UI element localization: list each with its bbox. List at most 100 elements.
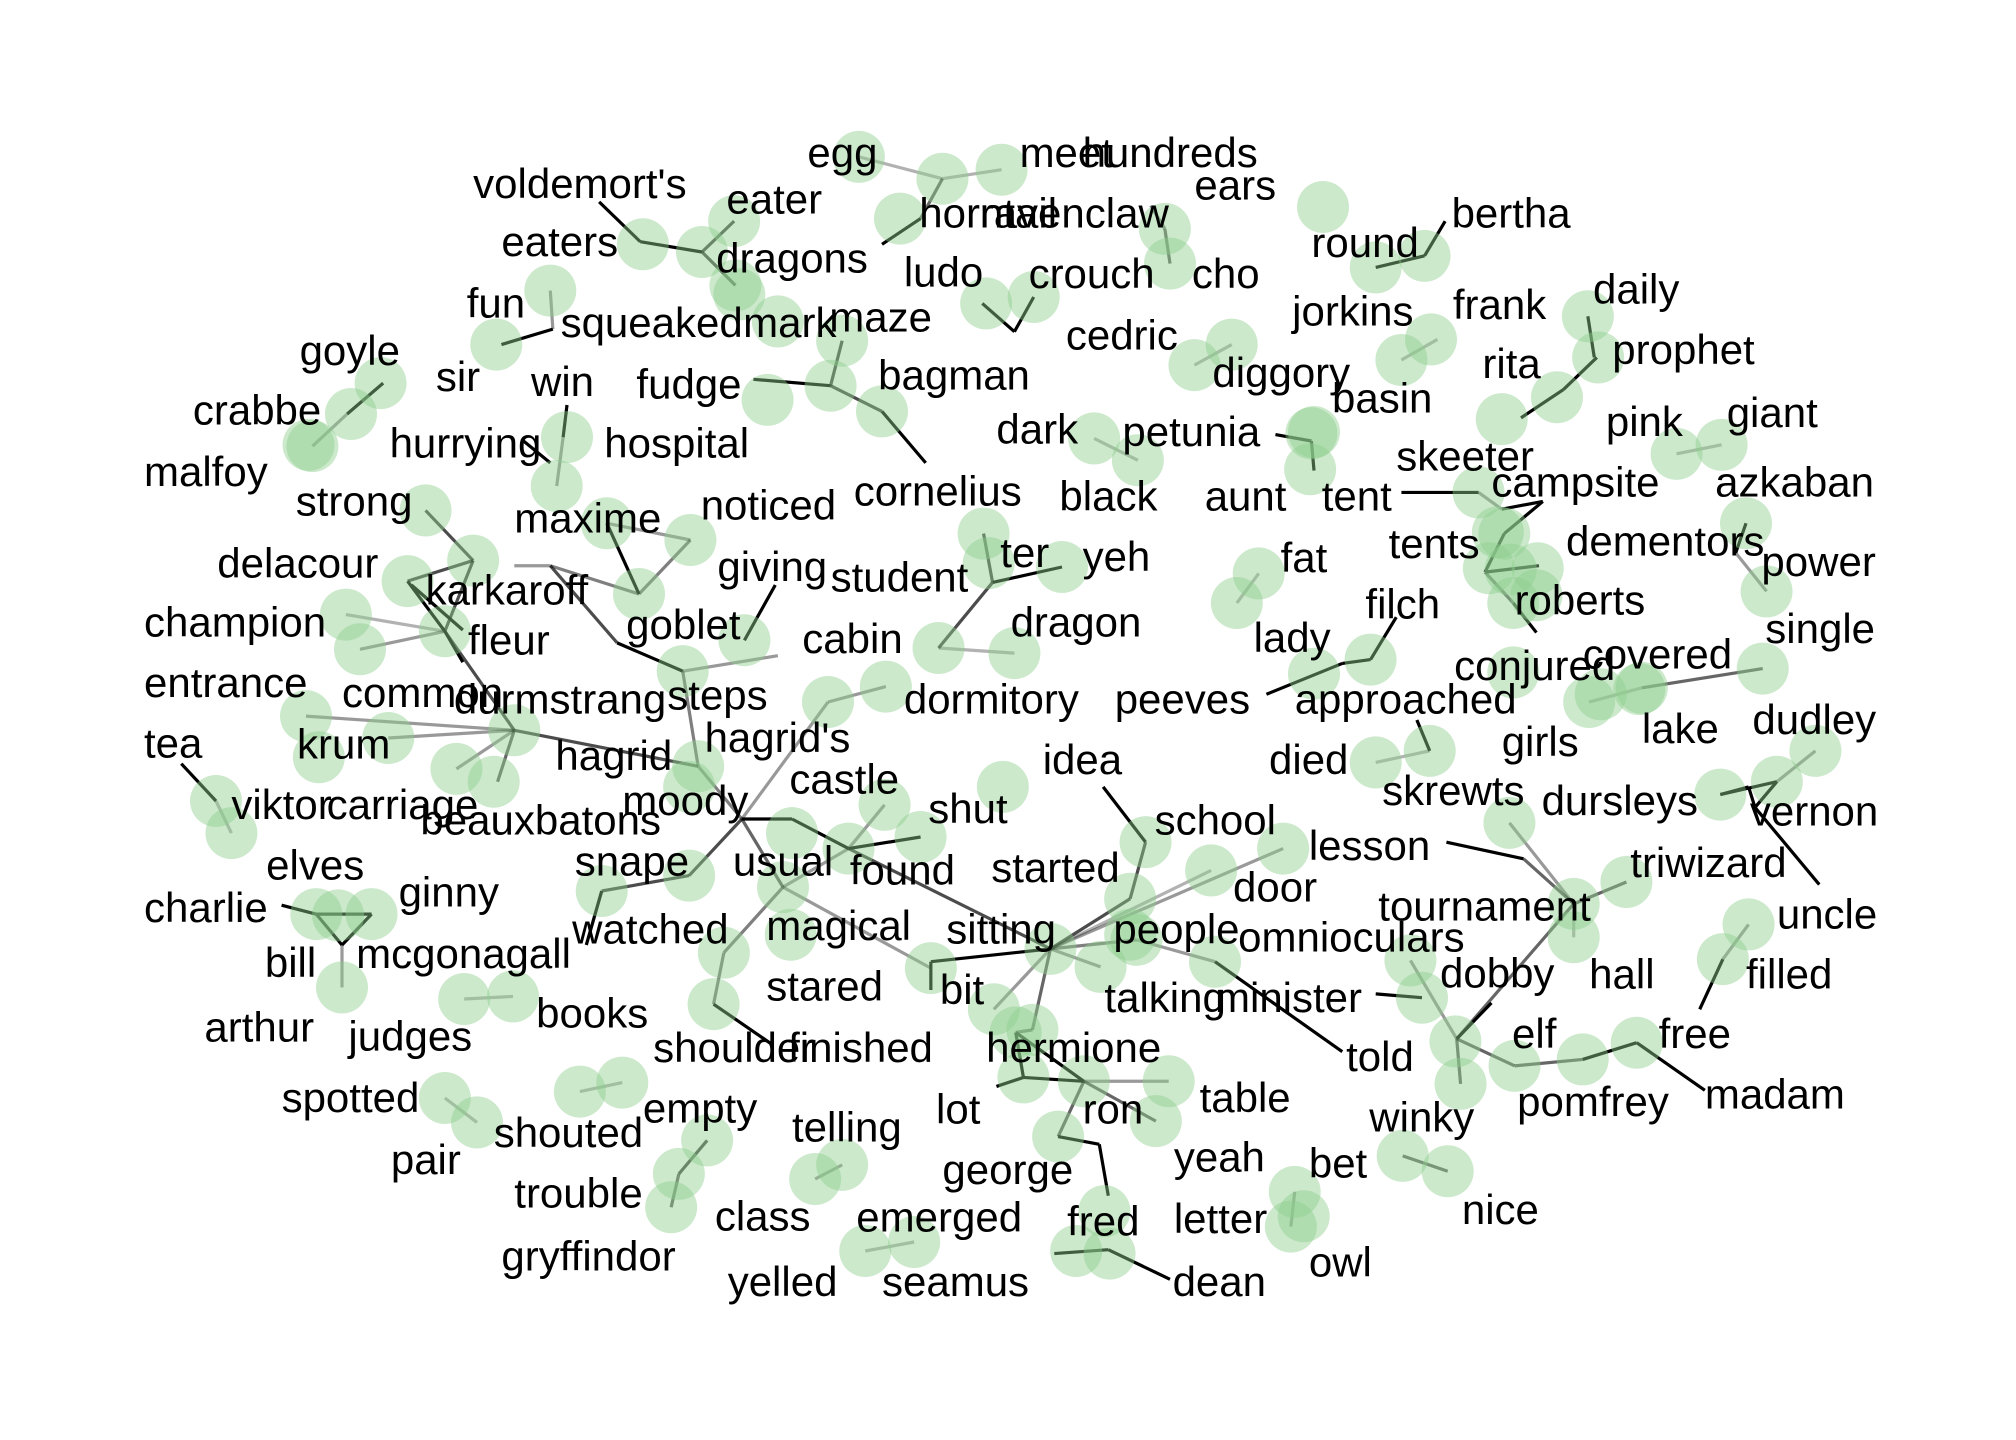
graph-node xyxy=(888,1216,941,1268)
graph-node xyxy=(399,484,452,537)
word-label-vernon: vernon xyxy=(1750,787,1878,834)
graph-node xyxy=(1375,334,1428,386)
graph-edge xyxy=(443,630,516,732)
word-label-shut: shut xyxy=(928,785,1008,832)
word-label-moody: moody xyxy=(622,777,748,824)
graph-node xyxy=(1288,647,1340,700)
graph-edge xyxy=(549,564,619,644)
graph-node xyxy=(1050,1225,1103,1277)
graph-node xyxy=(874,192,926,245)
graph-node xyxy=(1104,908,1157,961)
graph-node xyxy=(1284,443,1337,496)
word-label-champion: champion xyxy=(144,598,326,645)
graph-edge xyxy=(1415,719,1432,752)
word-label-skrewts: skrewts xyxy=(1382,767,1524,814)
word-label-elves: elves xyxy=(266,841,364,888)
graph-node xyxy=(832,130,885,183)
word-label-petunia: petunia xyxy=(1122,408,1260,455)
graph-edges xyxy=(180,155,1821,1281)
graph-edge xyxy=(579,1081,623,1094)
graph-node xyxy=(1104,872,1157,925)
graph-edge xyxy=(637,538,692,596)
graph-edge xyxy=(561,404,569,438)
word-label-lady: lady xyxy=(1254,614,1331,661)
graph-node xyxy=(989,1006,1042,1059)
graph-edge xyxy=(743,584,777,642)
graph-edge xyxy=(1289,1191,1297,1227)
word-label-black: black xyxy=(1059,472,1158,519)
graph-edge xyxy=(1409,959,1459,1040)
graph-edge xyxy=(1455,1038,1463,1084)
graph-node xyxy=(1189,935,1241,988)
graph-edge xyxy=(500,327,554,347)
word-label-dragons: dragons xyxy=(716,235,868,282)
graph-edge xyxy=(1265,661,1343,696)
word-label-girls: girls xyxy=(1502,718,1579,765)
word-label-charlie: charlie xyxy=(144,884,268,931)
graph-node xyxy=(697,926,750,979)
graph-node xyxy=(1547,911,1600,964)
word-label-pink: pink xyxy=(1606,398,1684,445)
graph-edge xyxy=(1342,657,1371,666)
word-label-owl: owl xyxy=(1309,1239,1372,1286)
graph-node xyxy=(718,614,771,667)
word-label-finished: finished xyxy=(788,1024,933,1071)
graph-node xyxy=(1168,339,1221,392)
graph-edge xyxy=(712,952,726,1005)
graph-edge xyxy=(696,765,744,821)
graph-edge xyxy=(722,886,785,954)
graph-node xyxy=(1006,1003,1059,1056)
word-label-power: power xyxy=(1761,538,1875,585)
graph-edge xyxy=(1446,840,1524,861)
graph-edge xyxy=(1193,343,1233,367)
graph-edge xyxy=(712,1002,773,1046)
graph-edge xyxy=(681,670,700,767)
word-label-tournament: tournament xyxy=(1378,883,1591,930)
word-label-filch: filch xyxy=(1365,580,1440,627)
graph-node xyxy=(616,218,669,271)
graph-edge xyxy=(1753,806,1821,886)
graph-edge xyxy=(1503,500,1544,535)
graph-edge xyxy=(548,290,555,330)
graph-edge xyxy=(1054,1248,1109,1256)
graph-edge xyxy=(1747,786,1757,808)
word-label-gryffindor: gryffindor xyxy=(501,1232,675,1279)
graph-node xyxy=(1032,1110,1085,1163)
graph-edge xyxy=(848,835,921,851)
graph-edge xyxy=(1093,436,1139,462)
word-label-dobby: dobby xyxy=(1440,949,1554,996)
graph-node xyxy=(713,268,766,321)
graph-edge xyxy=(410,583,464,632)
word-label-mcgonagall: mcgonagall xyxy=(356,930,571,977)
word-label-dark: dark xyxy=(996,406,1079,453)
word-label-sitting: sitting xyxy=(946,906,1056,953)
graph-node xyxy=(447,534,500,587)
graph-edge xyxy=(1484,564,1540,574)
graph-node xyxy=(1396,971,1448,1024)
graph-edge xyxy=(1423,220,1447,257)
word-label-beauxbatons: beauxbatons xyxy=(420,796,661,843)
graph-node xyxy=(1452,466,1505,519)
word-label-died: died xyxy=(1269,736,1348,783)
word-label-approached: approached xyxy=(1295,676,1517,723)
graph-node xyxy=(1068,412,1121,465)
word-label-cornelius: cornelius xyxy=(854,467,1022,514)
graph-node xyxy=(816,314,869,367)
word-label-maxime: maxime xyxy=(514,494,661,541)
graph-edge xyxy=(847,847,1052,951)
graph-node xyxy=(645,1181,698,1234)
graph-edge xyxy=(346,381,385,416)
word-label-jorkins: jorkins xyxy=(1290,287,1413,334)
graph-edge xyxy=(1083,1079,1157,1123)
word-label-spotted: spotted xyxy=(282,1074,420,1121)
word-label-telling: telling xyxy=(792,1104,902,1151)
graph-edge xyxy=(1015,1028,1033,1035)
graph-node xyxy=(1429,1015,1482,1068)
graph-node xyxy=(1694,768,1747,821)
graph-edge xyxy=(938,646,1015,655)
word-label-tents: tents xyxy=(1389,520,1480,567)
graph-node xyxy=(912,622,965,674)
word-label-lake: lake xyxy=(1642,705,1719,752)
graph-edge xyxy=(1056,1080,1086,1138)
